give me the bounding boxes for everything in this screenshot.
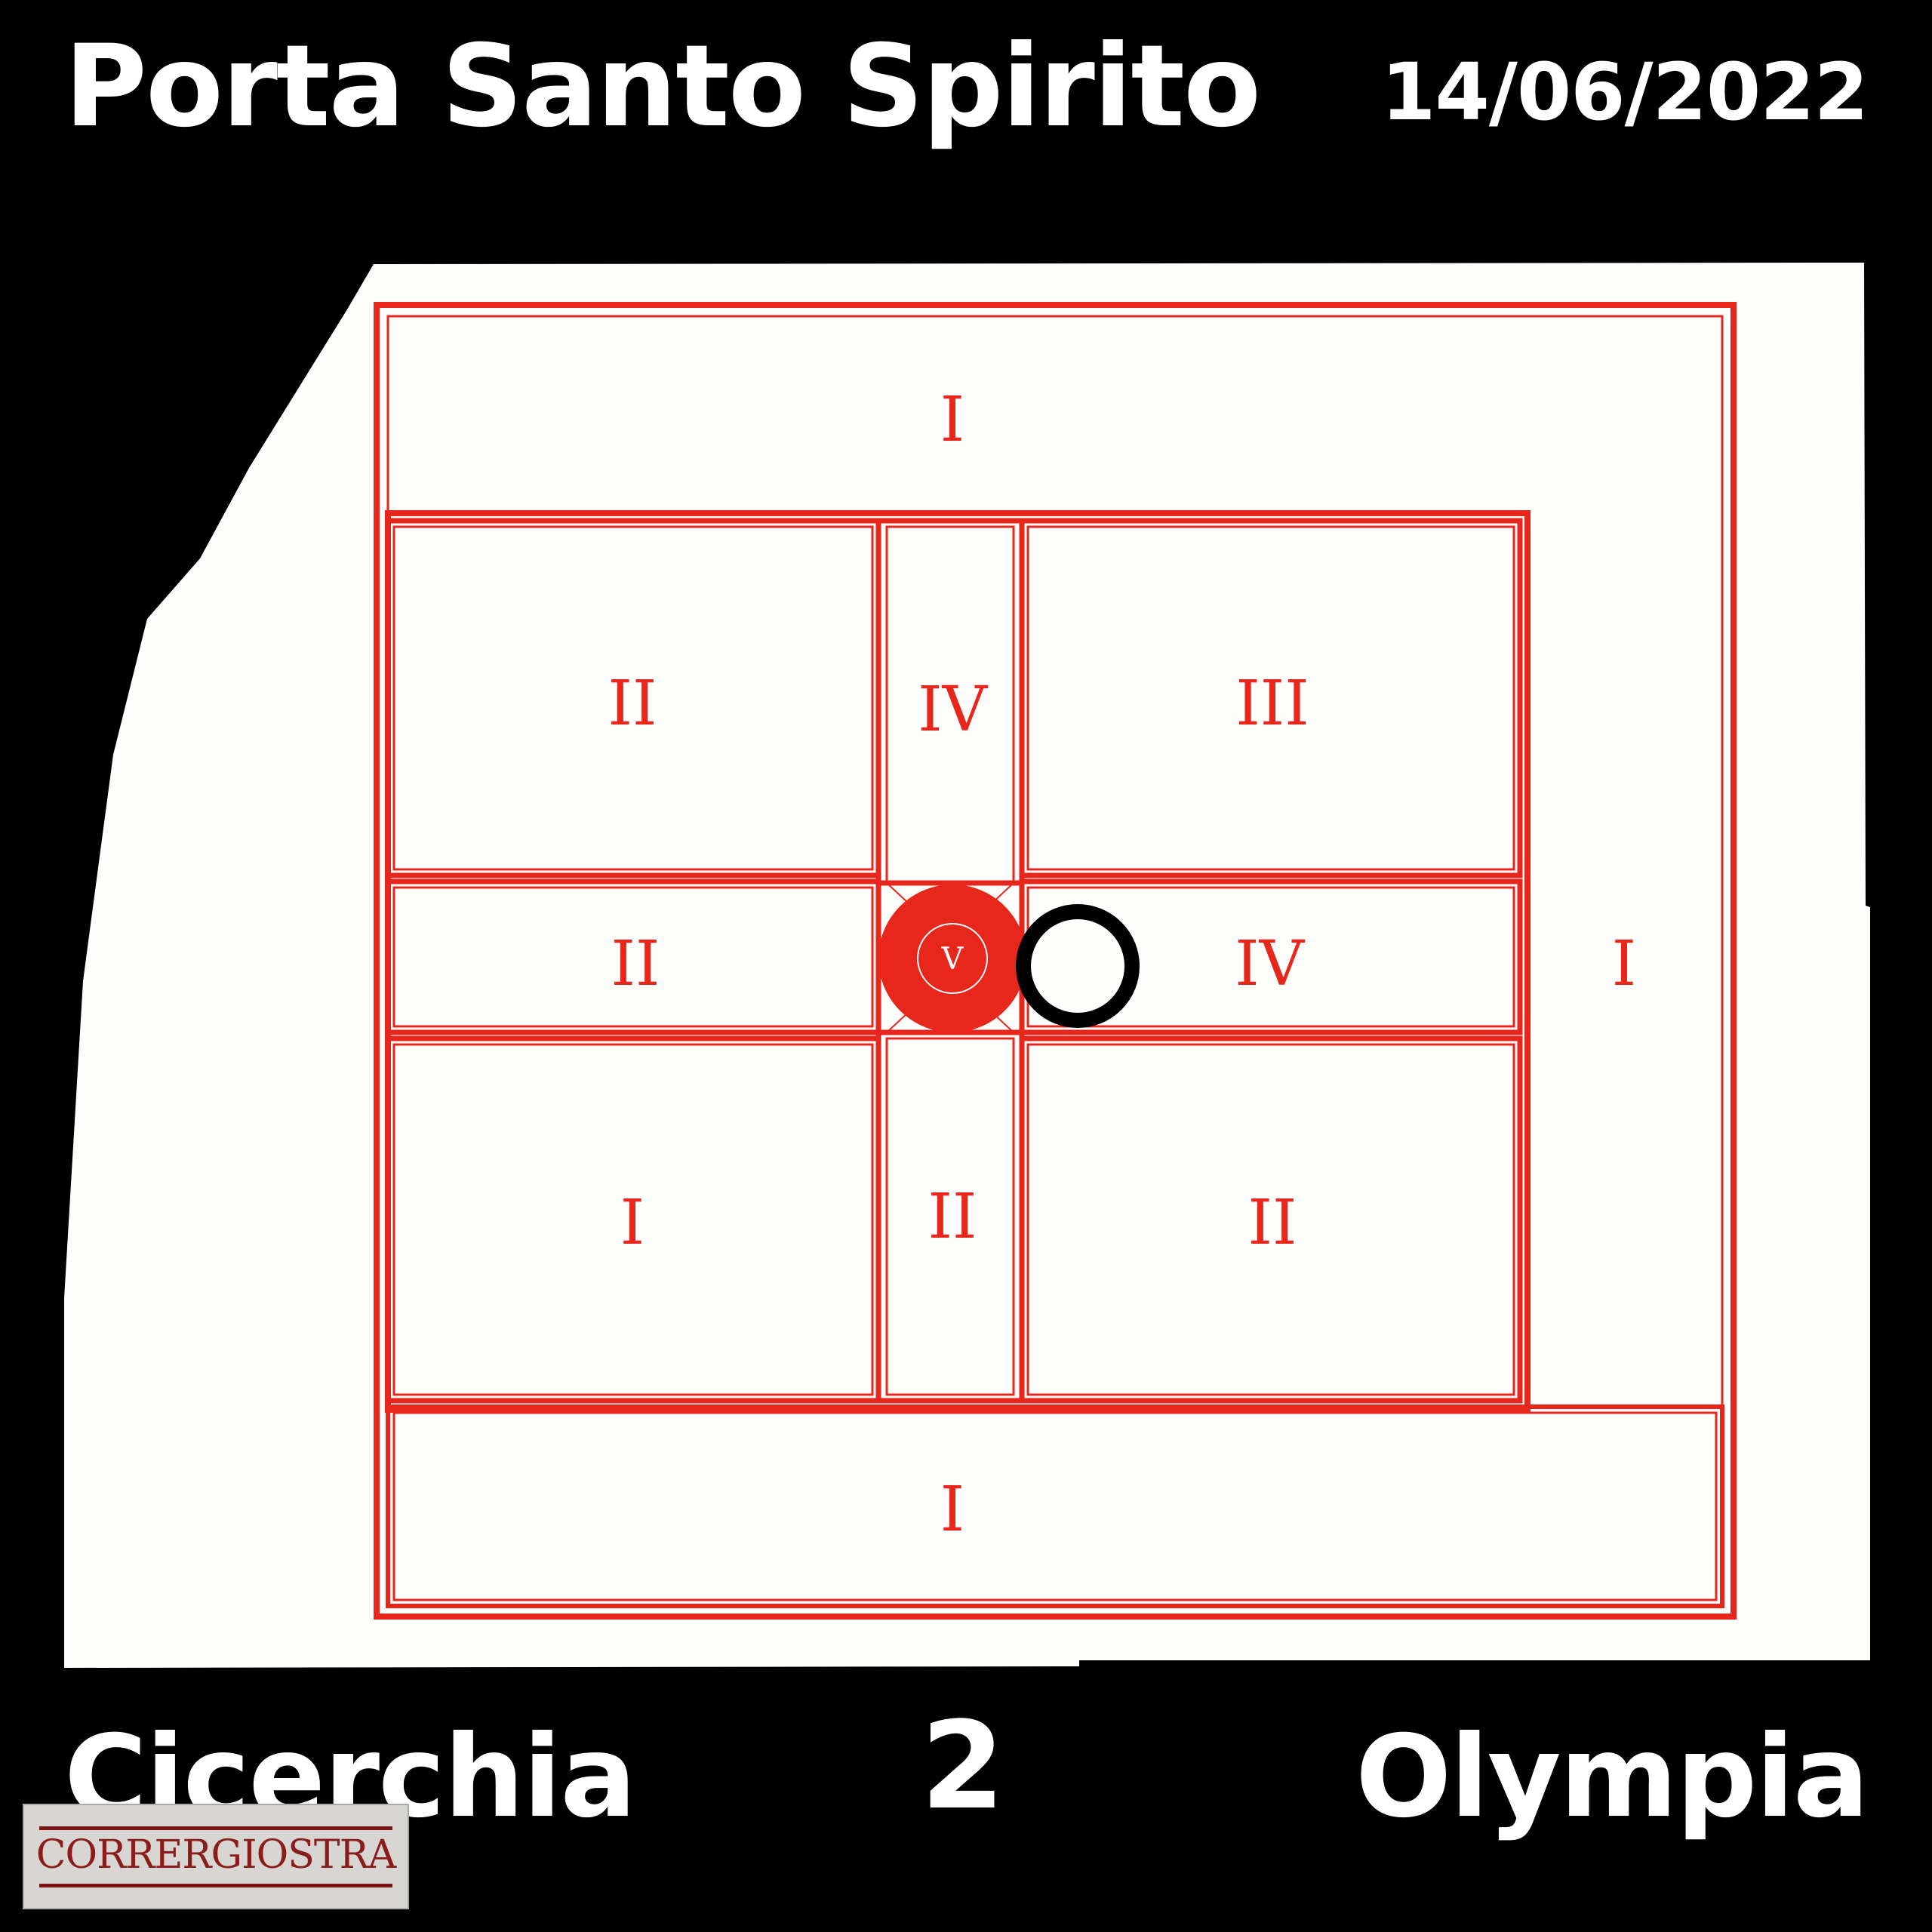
- zone-label-top-band: I: [940, 384, 964, 456]
- date-label: 14/06/2022: [1381, 46, 1869, 138]
- zone-label-lower-center: II: [928, 1181, 977, 1253]
- right-competitor-name: Olympia: [1355, 1712, 1869, 1843]
- page-title: Porta Santo Spirito: [64, 21, 1261, 152]
- zone-label-bottom-band: I: [940, 1474, 964, 1546]
- zone-label-lower-left: I: [620, 1187, 645, 1259]
- zone-label-middle-right: IV: [1235, 928, 1305, 1000]
- bullseye: [878, 884, 1026, 1032]
- zone-label-upper-right: III: [1235, 668, 1309, 740]
- box-upper-right: [1019, 518, 1523, 878]
- zone-label-lower-right: II: [1248, 1187, 1297, 1259]
- score-value: 2: [921, 1695, 1005, 1836]
- logo-rule-bottom: [39, 1884, 392, 1887]
- zone-label-upper-left: II: [608, 668, 657, 740]
- band-middle-left: [385, 878, 881, 1035]
- zone-label-bullseye: V: [941, 942, 964, 977]
- zone-label-middle-left: II: [611, 928, 660, 1000]
- hit-marker: [1016, 904, 1140, 1028]
- zone-label-upper-center: IV: [918, 674, 988, 746]
- box-lower-right: [1019, 1035, 1523, 1404]
- logo-wordmark: CORRERGIOSTRA: [35, 1832, 397, 1878]
- brand-logo: CORRERGIOSTRA: [23, 1804, 409, 1909]
- outer-frame: [374, 302, 1737, 1620]
- zone-label-right-band: I: [1612, 928, 1636, 1000]
- band-bottom: [386, 1404, 1724, 1608]
- logo-rule-top: [39, 1826, 392, 1830]
